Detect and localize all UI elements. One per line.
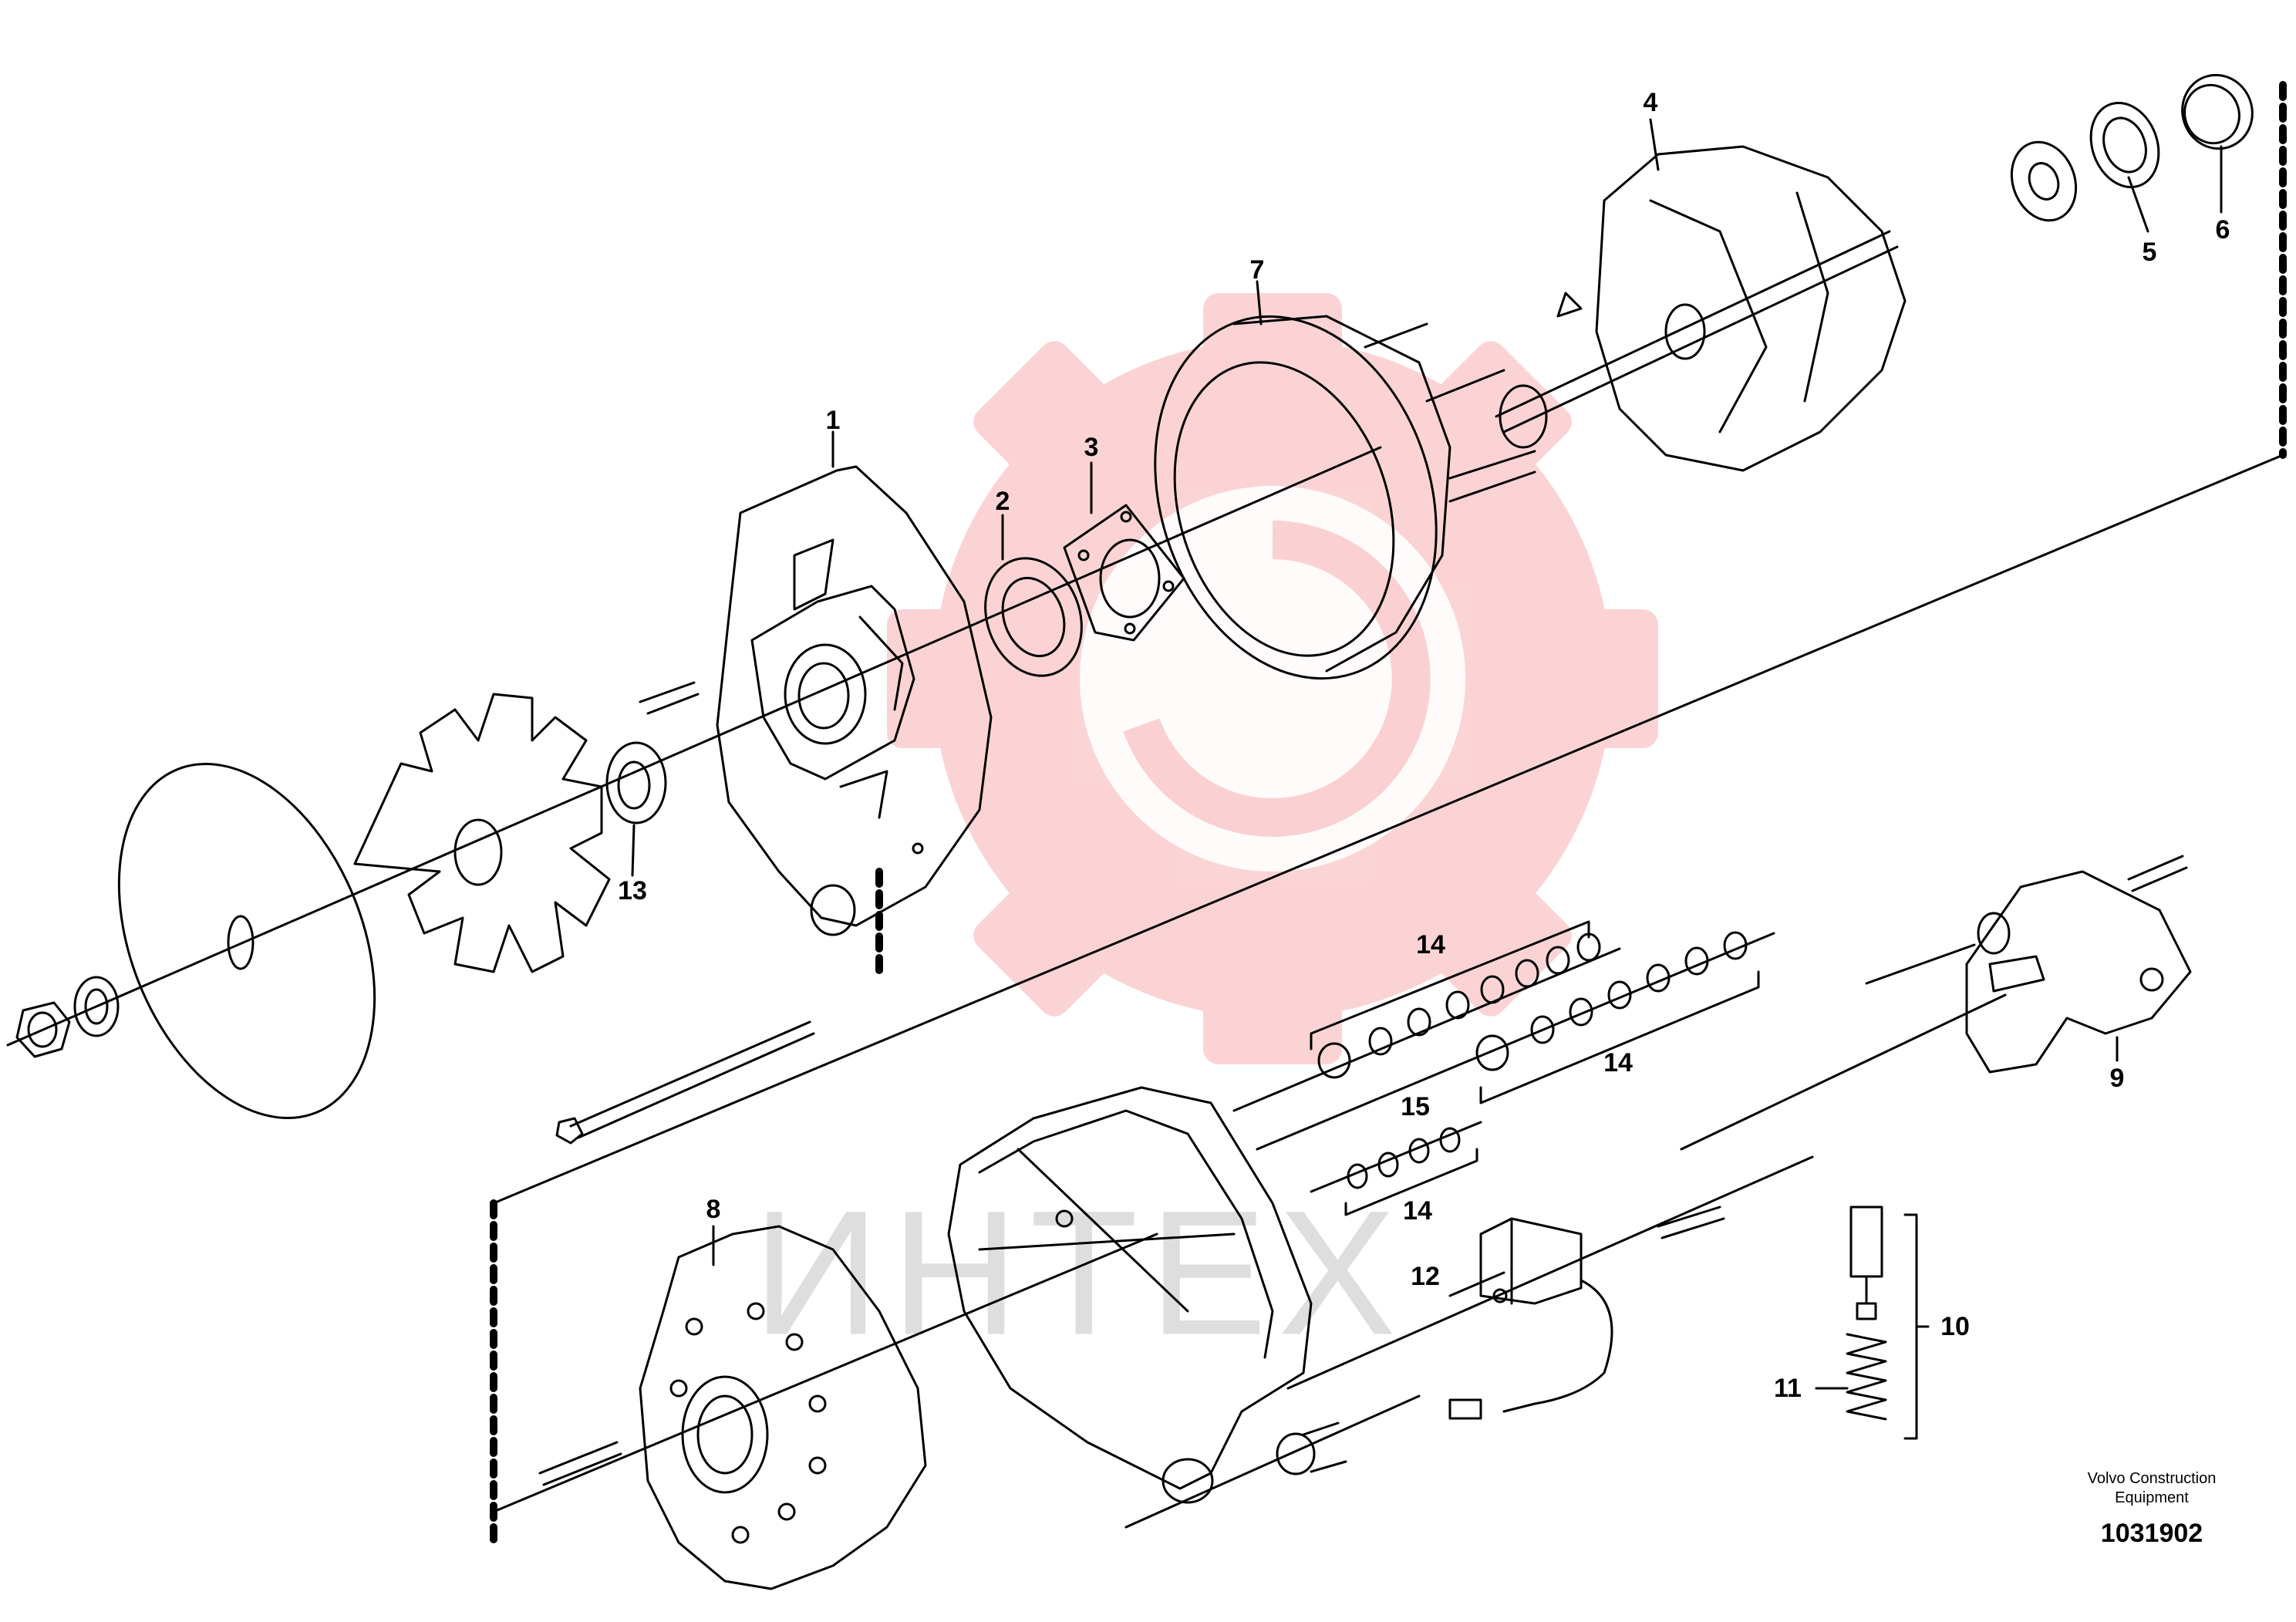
- brush-spring-part: [1815, 1206, 1930, 1440]
- pulley-part: [117, 762, 376, 1120]
- callout-7: 7: [1249, 255, 1265, 285]
- callout-4: 4: [1643, 88, 1658, 117]
- bearing-plate-part: [1063, 504, 1185, 642]
- insulating-washers-part: [1232, 920, 1775, 1216]
- drawing-code: 1031902: [2100, 1519, 2203, 1548]
- bearing-part: [984, 557, 1083, 677]
- callout-3: 3: [1084, 433, 1099, 462]
- callout-2: 2: [995, 487, 1010, 516]
- rotor-part: [1495, 145, 1907, 472]
- credit-line-2: Equipment: [2115, 1489, 2189, 1506]
- slip-ring-end-housing-part: [947, 1086, 1313, 1504]
- watermark-text: ИНТЕХ: [752, 1173, 1408, 1372]
- callout-15: 15: [1401, 1092, 1430, 1121]
- nut-part: [15, 1001, 71, 1058]
- rectifier-plate-part: [492, 1225, 1158, 1590]
- callout-1: 1: [825, 406, 841, 435]
- callout-6: 6: [2215, 215, 2230, 244]
- callout-11: 11: [1774, 1374, 1802, 1403]
- callout-5: 5: [2142, 238, 2157, 267]
- callout-10: 10: [1940, 1312, 1970, 1341]
- callout-12: 12: [1411, 1262, 1440, 1291]
- callout-14-bottom: 14: [1403, 1196, 1432, 1226]
- fan-part: [353, 693, 611, 973]
- drive-end-bracket-part: [716, 465, 993, 936]
- suppressor-capacitor-part: [1286, 1155, 1814, 1420]
- stator-part: [1154, 315, 1536, 680]
- callout-9: 9: [2109, 1064, 2125, 1093]
- voltage-regulator-part: [1680, 855, 2192, 1151]
- publisher-credit: Volvo Construction Equipment 1031902: [2088, 1469, 2217, 1549]
- callout-8: 8: [706, 1195, 721, 1224]
- credit-line-1: Volvo Construction: [2087, 1470, 2217, 1487]
- callout-14-right: 14: [1603, 1048, 1633, 1077]
- callout-13: 13: [618, 876, 647, 905]
- callout-14-top: 14: [1416, 930, 1445, 959]
